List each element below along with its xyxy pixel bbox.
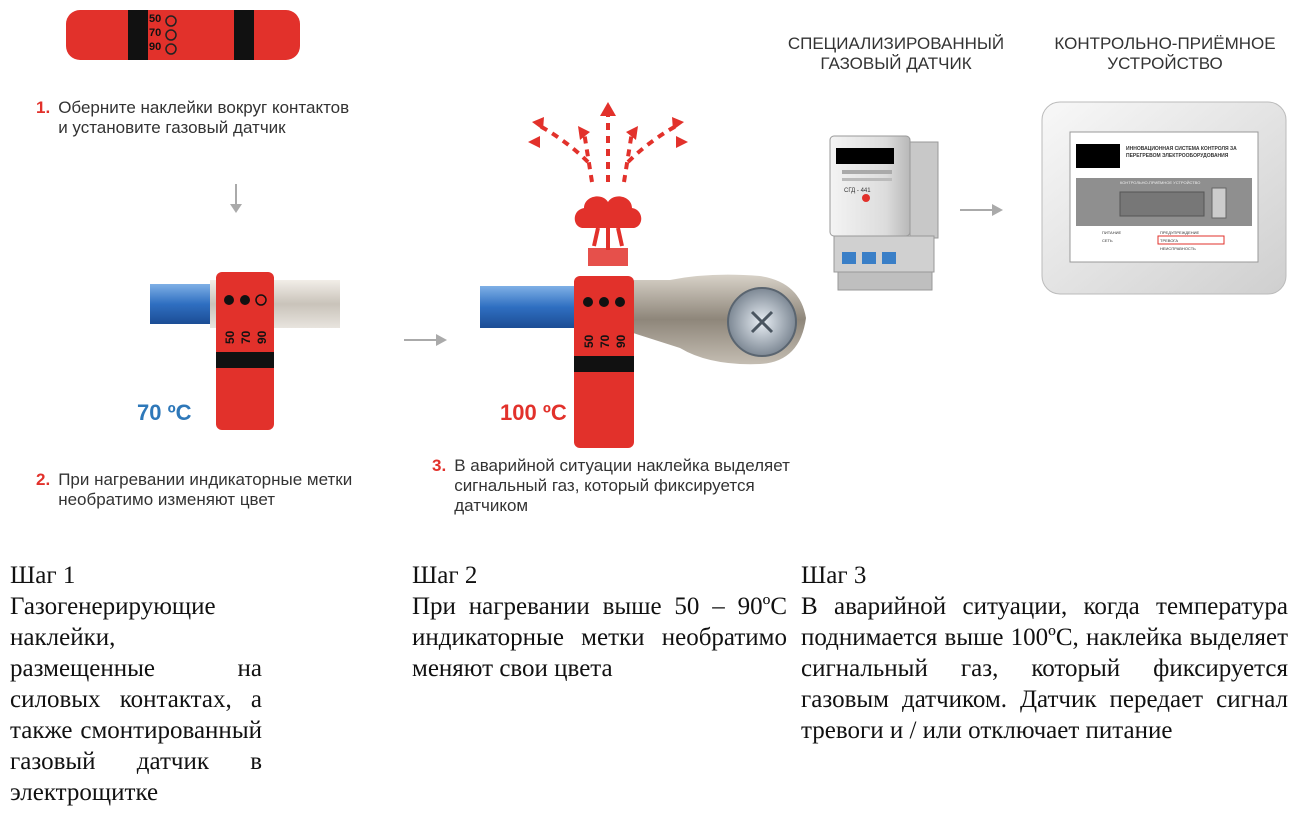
diagram-step-3-text: В аварийной ситуации наклейка выделяет с… <box>454 456 790 515</box>
right-arrow-icon <box>960 203 1004 217</box>
sticker-strip: 50 70 90 <box>66 10 300 60</box>
sensor-title: СПЕЦИАЛИЗИРОВАННЫЙ ГАЗОВЫЙ ДАТЧИК <box>787 34 1005 73</box>
panel-title: КОНТРОЛЬНО-ПРИЁМНОЕ УСТРОЙСТВО <box>1054 34 1276 73</box>
sticker-mark-90: 90 <box>149 41 162 53</box>
cable-illustration-70: 50 70 90 <box>150 262 340 432</box>
panel-row2-right: ТРЕВОГА <box>1160 238 1178 243</box>
diagram-step-2: 2. При нагревании индикаторные метки необ… <box>36 470 416 510</box>
down-arrow-icon <box>228 184 244 214</box>
gas-sensor-device: СГД - 441 <box>828 132 942 296</box>
gas-release-arrows <box>528 102 688 188</box>
svg-text:90: 90 <box>614 334 628 348</box>
panel-row1-right: ПРЕДУПРЕЖДЕНИЕ <box>1160 230 1200 235</box>
diagram-step-1-number: 1. <box>36 98 51 117</box>
temperature-100: 100 ºC <box>500 400 567 425</box>
svg-text:70: 70 <box>598 334 612 348</box>
cable-illustration-100: 50 70 90 <box>480 262 810 452</box>
panel-row2-left: СЕТЬ <box>1102 238 1113 243</box>
svg-text:50: 50 <box>223 330 237 344</box>
sensor-model-label: СГД - 441 <box>844 188 871 194</box>
panel-row1-left: ПИТАНИЕ <box>1102 230 1122 235</box>
sticker-mark-70: 70 <box>149 27 162 39</box>
step-2-title: Шаг 2 <box>412 562 478 589</box>
panel-screen-subtitle: КОНТРОЛЬНО-ПРИЁМНОЕ УСТРОЙСТВО <box>1120 180 1201 185</box>
step-2-body: При нагревании выше 50 – 90ºC индикаторн… <box>412 593 787 682</box>
diagram-step-1: 1. Оберните наклейки вокруг контактов и у… <box>36 98 436 138</box>
gas-cloud-icon <box>568 190 648 270</box>
step-3-body: В аварийной ситуации, когда температура … <box>801 593 1288 744</box>
panel-screen-title: ИННОВАЦИОННАЯ СИСТЕМА КОНТРОЛЯ ЗА ПЕРЕГР… <box>1126 146 1237 159</box>
step-1-title: Шаг 1 <box>10 562 76 589</box>
temperature-70: 70 ºC <box>137 400 192 425</box>
svg-text:50: 50 <box>582 334 596 348</box>
step-3-title: Шаг 3 <box>801 562 867 589</box>
sticker-mark-50: 50 <box>149 13 162 25</box>
step-1-column: Шаг 1 Газогенерирующие наклейки, размеще… <box>10 560 398 808</box>
right-arrow-icon <box>404 333 448 347</box>
diagram-step-2-text: При нагревании индикаторные метки необра… <box>58 470 353 509</box>
step-1-body: Газогенерирующие наклейки, размещенные н… <box>10 593 262 806</box>
svg-text:90: 90 <box>255 330 269 344</box>
diagram-step-3: 3. В аварийной ситуации наклейка выделяет… <box>432 456 812 516</box>
step-3-column: Шаг 3 В аварийной ситуации, когда темпер… <box>801 560 1288 746</box>
panel-row3-right: НЕИСПРАВНОСТЬ <box>1160 246 1196 251</box>
diagram-step-2-number: 2. <box>36 470 51 489</box>
diagram-step-3-number: 3. <box>432 456 447 475</box>
step-2-column: Шаг 2 При нагревании выше 50 – 90ºC инди… <box>412 560 787 684</box>
svg-text:70: 70 <box>239 330 253 344</box>
control-panel-device: ИННОВАЦИОННАЯ СИСТЕМА КОНТРОЛЯ ЗА ПЕРЕГР… <box>1040 100 1288 296</box>
diagram-step-1-text: Оберните наклейки вокруг контактов и уст… <box>58 98 350 137</box>
